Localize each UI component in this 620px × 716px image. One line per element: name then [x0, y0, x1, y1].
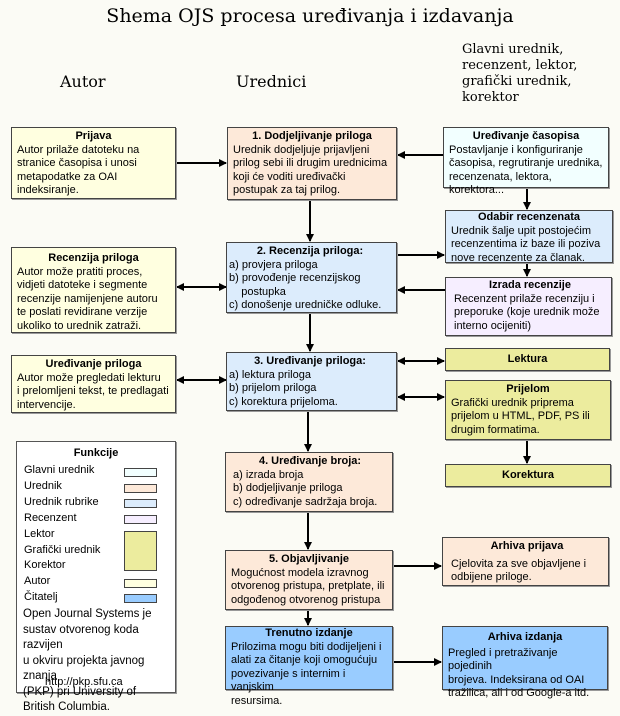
- column-header-author: Autor: [60, 72, 106, 91]
- box-title: Prijelom: [506, 383, 550, 395]
- box-body: Postavljanje i konfiguriranje časopisa, …: [449, 143, 603, 197]
- box-body: Grafički urednik priprema prijelom u HTM…: [451, 396, 590, 436]
- box-body: a) provjera priloga b) provođenje recenz…: [229, 258, 382, 312]
- legend-swatch: [124, 531, 157, 571]
- box-title: Korektura: [502, 469, 554, 481]
- box-select-reviewers: Odabir recenzenata Urednik šalje upit po…: [445, 210, 613, 264]
- box-korektura: Korektura: [445, 464, 611, 487]
- box-title: Arhiva izdanja: [487, 631, 563, 643]
- box-editing: 3. Uređivanje priloga: a) lektura prilog…: [226, 352, 397, 411]
- legend-swatch: [124, 594, 157, 603]
- box-title: Prijava: [75, 130, 112, 142]
- box-review: 2. Recenzija priloga: a) provjera prilog…: [226, 242, 397, 313]
- box-body: Mogućnost modela izravnog otvorenog pris…: [231, 566, 385, 606]
- connector-arrows: [176, 151, 531, 666]
- legend-title: Funkcije: [73, 447, 119, 459]
- legend-label: Grafički urednik: [24, 544, 101, 556]
- legend-label: Urednik: [24, 480, 62, 492]
- column-header-others: Glavni urednik, recenzent, lektor, grafi…: [462, 42, 578, 105]
- box-journal-setup: Uređivanje časopisa Postavljanje i konfi…: [443, 127, 609, 196]
- box-title: Lektura: [507, 353, 548, 365]
- box-publish: 5. Objavljivanje Mogućnost modela izravn…: [225, 550, 393, 610]
- legend-note: Open Journal Systems je sustav otvorenog…: [23, 608, 152, 713]
- legend-swatch: [124, 484, 157, 493]
- legend-swatch: [124, 515, 157, 524]
- box-title: Izrada recenzije: [489, 279, 571, 291]
- box-title: Uređivanje časopisa: [472, 130, 580, 142]
- box-prijelom: Prijelom Grafički urednik priprema prije…: [445, 380, 611, 440]
- box-body: Pregled i pretraživanje pojedinih brojev…: [448, 646, 590, 700]
- box-title: Trenutno izdanje: [265, 627, 353, 639]
- box-body: Prilozima mogu biti dodijeljeni i alati …: [231, 640, 382, 707]
- box-prijava: Prijava Autor prilaže datoteku na strani…: [11, 127, 176, 199]
- box-lektura: Lektura: [445, 348, 610, 371]
- box-body: Urednik dodjeljuje prijavljeni prilog se…: [233, 143, 388, 197]
- legend-label: Urednik rubrike: [24, 496, 99, 508]
- box-body: Urednik šalje upit postojećim recenzenti…: [451, 224, 601, 264]
- box-issue-archive: Arhiva izdanja Pregled i pretraživanje p…: [442, 626, 608, 699]
- legend-label: Korektor: [24, 559, 66, 571]
- box-body: Autor prilaže datoteku na stranice časop…: [17, 143, 140, 197]
- legend-swatch: [124, 499, 157, 508]
- box-submission-archive: Arhiva prijava Cjelovita za sve objavlje…: [442, 537, 609, 586]
- box-body: Autor može pratiti proces, vidjeti datot…: [17, 265, 158, 332]
- box-title: 4. Uređivanje broja:: [258, 455, 362, 467]
- legend-swatch: [124, 468, 157, 477]
- box-current-issue: Trenutno izdanje Prilozima mogu biti dod…: [225, 626, 393, 707]
- diagram-title: Shema OJS procesa uređivanja i izdavanja: [106, 5, 514, 27]
- box-title: 2. Recenzija priloga:: [256, 245, 364, 257]
- box-author-editing: Uređivanje priloga Autor može pregledati…: [11, 355, 176, 413]
- box-write-review: Izrada recenzije Recenzent prilaže recen…: [445, 277, 612, 336]
- legend-label: Lektor: [24, 528, 55, 540]
- legend-label: Čitatelj: [24, 591, 58, 603]
- box-title: Uređivanje priloga: [45, 358, 142, 370]
- box-author-review: Recenzija priloga Autor može pratiti pro…: [11, 247, 176, 333]
- column-header-editors: Urednici: [236, 72, 307, 91]
- box-body: Recenzent prilaže recenziju i preporuke …: [454, 292, 600, 332]
- box-assign: 1. Dodjeljivanje priloga Urednik dodjelj…: [227, 127, 397, 200]
- legend-swatch: [124, 579, 157, 588]
- legend-label: Autor: [24, 575, 51, 587]
- box-title: Arhiva prijava: [490, 540, 564, 552]
- legend-label: Glavni urednik: [24, 464, 95, 476]
- pkp-link[interactable]: http://pkp.sfu.ca: [45, 676, 123, 688]
- box-title: 1. Dodjeljivanje priloga: [252, 130, 372, 142]
- box-body: Cjelovita za sve objavljene i odbijene p…: [451, 557, 587, 584]
- box-title: Odabir recenzenata: [477, 211, 581, 223]
- box-body: Autor može pregledati lekturu i prelomlj…: [17, 371, 169, 411]
- legend-label: Recenzent: [24, 512, 77, 524]
- box-body: a) izrada broja b) dodjeljivanje priloga…: [233, 468, 378, 508]
- box-title: 3. Uređivanje priloga:: [254, 355, 366, 367]
- box-issue: 4. Uređivanje broja: a) izrada broja b) …: [225, 452, 393, 512]
- legend: Funkcije Glavni urednik Urednik Urednik …: [16, 441, 176, 713]
- box-title: Recenzija priloga: [48, 252, 139, 264]
- box-body: a) lektura priloga b) prijelom priloga c…: [229, 368, 338, 408]
- box-title: 5. Objavljivanje: [268, 553, 350, 565]
